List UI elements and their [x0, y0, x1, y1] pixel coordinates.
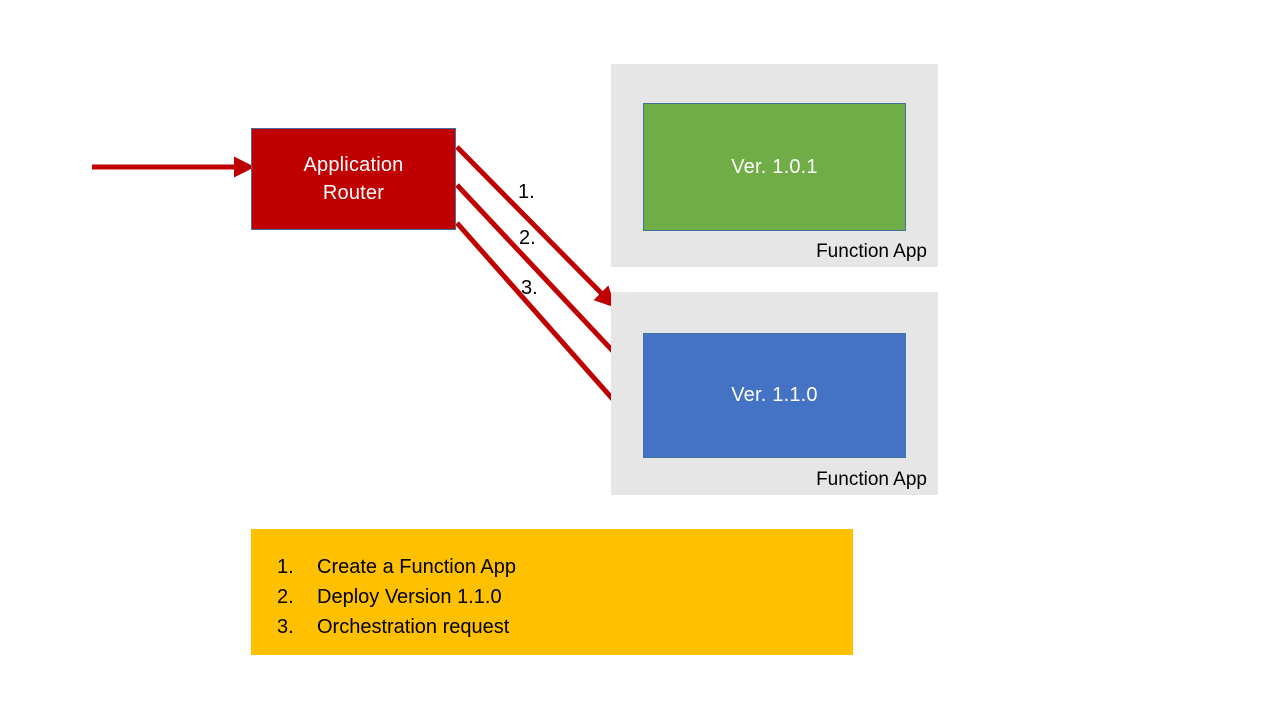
legend-item-1: 1. Create a Function App: [277, 552, 853, 582]
legend-box: 1. Create a Function App 2. Deploy Versi…: [251, 529, 853, 655]
legend-item-3: 3. Orchestration request: [277, 612, 853, 642]
legend-item-3-text: Orchestration request: [317, 616, 510, 638]
version-box-1-1-0[interactable]: Ver. 1.1.0: [643, 333, 906, 458]
router-label-line2: Router: [322, 182, 385, 204]
arrow-step-label-1: 1.: [518, 181, 535, 203]
function-app-label-1: Function App: [816, 241, 927, 262]
legend-item-1-number: 1.: [277, 556, 294, 578]
legend-item-3-number: 3.: [277, 616, 294, 638]
function-app-container-2[interactable]: Ver. 1.1.0 Function App: [611, 292, 938, 495]
arrow-step-label-2: 2.: [519, 227, 536, 249]
version-label-2: Ver. 1.1.0: [731, 384, 818, 406]
function-app-label-2: Function App: [816, 469, 927, 490]
legend-item-2: 2. Deploy Version 1.1.0: [277, 582, 853, 612]
legend-item-2-number: 2.: [277, 586, 294, 608]
application-router-box[interactable]: Application Router: [251, 128, 456, 230]
router-label-line1: Application: [303, 154, 404, 176]
legend-item-1-text: Create a Function App: [317, 556, 517, 578]
version-label-1: Ver. 1.0.1: [731, 155, 818, 178]
version-box-1-0-1[interactable]: Ver. 1.0.1: [643, 103, 906, 231]
function-app-container-1[interactable]: Ver. 1.0.1 Function App: [611, 64, 938, 267]
arrow-step-label-3: 3.: [521, 277, 538, 299]
legend-item-2-text: Deploy Version 1.1.0: [317, 586, 502, 608]
